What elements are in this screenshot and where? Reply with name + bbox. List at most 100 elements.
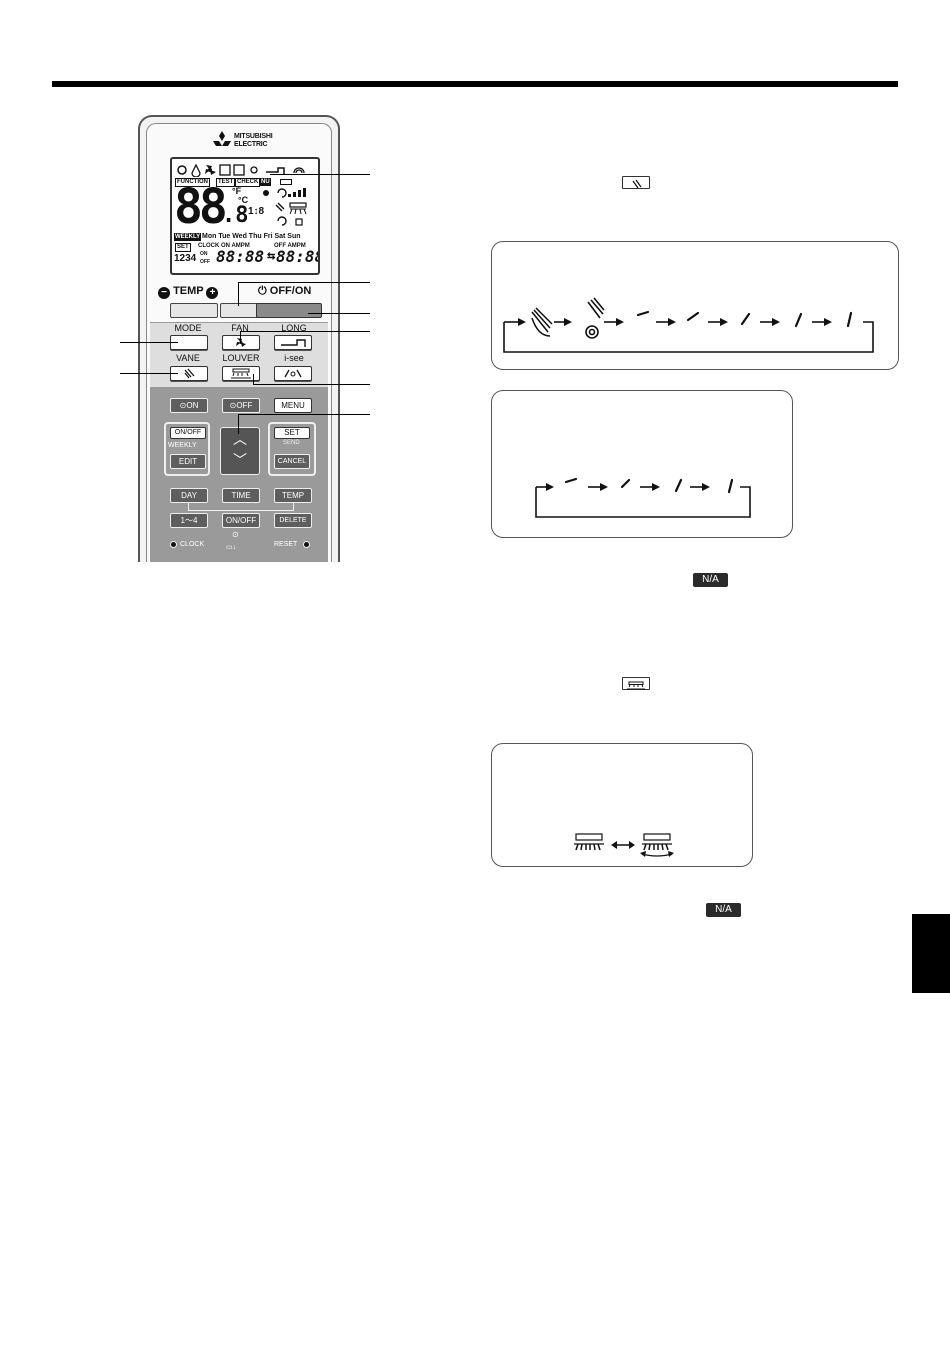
offon-label: OFF/ON: [269, 285, 312, 297]
lcd-small-digit: .8: [222, 203, 249, 228]
up-arrow-icon[interactable]: ︿: [233, 431, 247, 447]
send-label: SEND: [283, 440, 300, 446]
lcd-test: TEST: [216, 178, 236, 187]
louver-button[interactable]: [222, 366, 260, 381]
callout-line: [253, 374, 254, 384]
lcd-time2: 88:88: [276, 247, 320, 266]
remote-controller: MITSUBISHI ELECTRIC FUNCTION TEST CHECK …: [138, 115, 340, 562]
lcd-off-ampm: OFF AMPM: [274, 243, 306, 249]
temp-label-group: − TEMP +: [158, 285, 219, 299]
callout-line: [270, 174, 370, 175]
long-label: LONG: [281, 323, 307, 333]
on-timer-button[interactable]: ⊙ON: [170, 398, 208, 413]
section-tab: [912, 914, 950, 993]
off-on-button[interactable]: [256, 303, 322, 318]
reset-label: RESET: [274, 541, 298, 548]
temp-set-button[interactable]: TEMP: [274, 488, 312, 503]
power-icon: ⏻: [258, 285, 267, 297]
up-down-rocker[interactable]: ︿ ﹀: [220, 427, 260, 475]
three-diamonds-icon: [213, 131, 231, 146]
louver-icon: [627, 681, 645, 690]
callout-line: [238, 414, 370, 415]
brand-name: MITSUBISHI ELECTRIC: [234, 133, 273, 148]
mode-icons: [177, 163, 305, 177]
lcd-clock-on-ampm: CLOCK ON AMPM: [198, 243, 250, 249]
lcd-display: FUNCTION TEST CHECK NU 88 .8 °F °C 1↕8 W…: [170, 157, 320, 275]
down-arrow-icon[interactable]: ﹀: [233, 452, 247, 468]
reset-hole[interactable]: [303, 541, 310, 548]
lcd-days: Mon Tue Wed Thu Fri Sat Sun: [202, 233, 301, 240]
fan-label: FAN: [231, 323, 249, 333]
lcd-nu: NU: [260, 178, 271, 186]
isee-button[interactable]: [274, 366, 312, 381]
na-badge: N/A: [693, 573, 728, 587]
set-button[interactable]: SET: [274, 427, 310, 439]
arrow-icon: ⇆: [267, 251, 276, 262]
na-badge: N/A: [706, 903, 741, 917]
callout-line: [238, 282, 239, 306]
group-bracket: [188, 503, 294, 511]
clock-label: CLOCK: [180, 541, 205, 548]
lcd-weekly: WEEKLY: [174, 233, 202, 241]
horizontal-sequence-diagram: [535, 477, 751, 518]
fan-button[interactable]: [222, 335, 260, 350]
cancel-button[interactable]: CANCEL: [274, 454, 310, 469]
weekly-label: WEEKLY: [168, 442, 197, 449]
isee-label: i-see: [284, 353, 304, 363]
mode-label: MODE: [174, 323, 202, 333]
lcd-number: 1234: [174, 253, 197, 264]
weekly-group: [164, 422, 210, 476]
long-button[interactable]: [274, 335, 312, 350]
callout-line: [120, 342, 178, 343]
lcd-on: ON: [200, 251, 208, 257]
callout-line: [240, 331, 370, 332]
callout-line: [238, 282, 370, 283]
lcd-lr: 1↕8: [248, 206, 265, 217]
delete-button[interactable]: DELETE: [274, 513, 312, 528]
onoff-timer-button[interactable]: ON/OFF: [222, 513, 260, 528]
callout-line: [120, 373, 178, 374]
edit-button[interactable]: EDIT: [170, 454, 206, 469]
battery-icon: [280, 179, 292, 185]
isee-icon: [284, 369, 302, 378]
range-button[interactable]: 1～4: [170, 513, 208, 528]
weekly-onoff-button[interactable]: ON/OFF: [170, 427, 206, 439]
vane-icon: [184, 368, 195, 379]
louver-icon: [231, 368, 251, 379]
time-button[interactable]: TIME: [222, 488, 260, 503]
vane-button-inline: [622, 176, 650, 189]
vane-sequence-diagram: [503, 297, 874, 353]
vane-sequence-box: [491, 241, 899, 370]
brand-logo: MITSUBISHI ELECTRIC: [212, 131, 282, 151]
lcd-check: CHECK: [235, 178, 261, 187]
battery-down-icon: ▭↓: [226, 544, 237, 551]
louver-label: LOUVER: [222, 353, 260, 363]
lcd-function: FUNCTION: [175, 178, 210, 187]
fan-icon: [236, 338, 246, 347]
vane-button[interactable]: [170, 366, 208, 381]
off-timer-button[interactable]: ⊙OFF: [222, 398, 260, 413]
clock-hole[interactable]: [170, 541, 177, 548]
day-button[interactable]: DAY: [170, 488, 208, 503]
lcd-unit-c: °C: [238, 195, 249, 205]
temp-down-button[interactable]: [170, 303, 218, 318]
long-icon: [281, 339, 306, 347]
callout-line: [238, 414, 239, 434]
louver-button-inline: [622, 677, 650, 690]
horizontal-sequence-box: [491, 390, 793, 538]
minus-icon: −: [158, 287, 170, 299]
fan-signal-icons: [263, 188, 307, 226]
set-group: [268, 422, 316, 476]
temp-label: TEMP: [173, 285, 204, 297]
menu-button[interactable]: MENU: [274, 398, 312, 413]
lcd-time1: 88:88: [216, 247, 265, 266]
offon-label-group: ⏻ OFF/ON: [258, 285, 311, 298]
top-rule: [52, 81, 898, 87]
callout-line: [253, 384, 370, 385]
callout-line: [240, 331, 241, 343]
lcd-unit-f: °F: [232, 186, 242, 196]
vane-label: VANE: [176, 353, 200, 363]
vane-icon: [632, 179, 642, 189]
clock-icon: ⊙: [232, 530, 239, 539]
louver-diagram: [574, 833, 674, 857]
